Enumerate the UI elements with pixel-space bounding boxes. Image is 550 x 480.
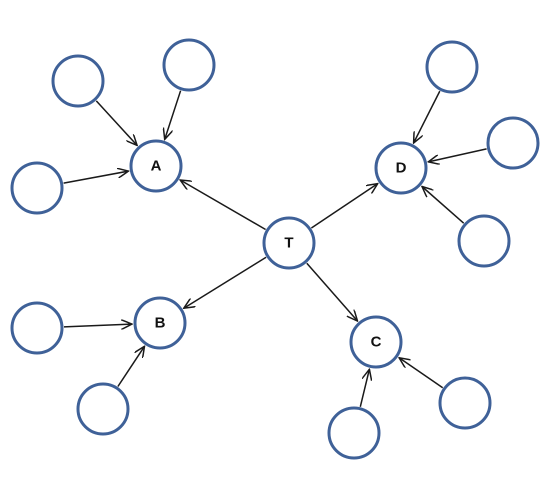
node-D: D xyxy=(374,141,428,195)
node-A: A xyxy=(129,139,183,193)
node-d2 xyxy=(486,116,540,170)
edge-d1-D xyxy=(414,90,441,143)
node-C-label: C xyxy=(371,334,382,351)
edge-c1-C xyxy=(359,369,369,407)
node-T-label: T xyxy=(284,235,293,252)
node-D-circle xyxy=(374,141,428,195)
node-B: B xyxy=(133,296,187,350)
node-a3-circle xyxy=(10,161,64,215)
edge-T-B xyxy=(184,256,267,308)
node-C: C xyxy=(349,315,403,369)
edge-T-A xyxy=(180,180,266,231)
node-c1 xyxy=(327,406,381,460)
node-b2 xyxy=(76,382,130,436)
edge-a3-A xyxy=(63,171,129,184)
node-a3 xyxy=(10,161,64,215)
node-d3-circle xyxy=(457,214,511,268)
edge-b2-B xyxy=(117,346,145,387)
node-d1 xyxy=(425,40,479,94)
edge-d2-D xyxy=(428,148,487,162)
node-T: T xyxy=(262,216,316,270)
node-A-label: A xyxy=(151,158,162,175)
node-c2 xyxy=(438,376,492,430)
node-a2-circle xyxy=(162,38,216,92)
node-d1-circle xyxy=(425,40,479,94)
edge-a2-A xyxy=(165,90,182,140)
node-b2-circle xyxy=(76,382,130,436)
node-a2 xyxy=(162,38,216,92)
edge-T-C xyxy=(306,262,358,321)
node-D-label: D xyxy=(396,160,407,177)
node-B-circle xyxy=(133,296,187,350)
node-group: T A B C D xyxy=(10,38,540,460)
node-b1-circle xyxy=(10,301,64,355)
node-d2-circle xyxy=(486,116,540,170)
node-C-circle xyxy=(349,315,403,369)
edge-group xyxy=(63,90,487,407)
node-c2-circle xyxy=(438,376,492,430)
edge-a1-A xyxy=(95,100,137,145)
edge-T-D xyxy=(310,184,377,229)
node-c1-circle xyxy=(327,406,381,460)
node-A-circle xyxy=(129,139,183,193)
node-a1-circle xyxy=(51,54,105,108)
edge-c2-C xyxy=(399,358,444,389)
edge-d3-D xyxy=(422,187,465,224)
node-d3 xyxy=(457,214,511,268)
edge-b1-B xyxy=(63,324,132,327)
node-B-label: B xyxy=(155,315,166,332)
node-T-circle xyxy=(262,216,316,270)
node-a1 xyxy=(51,54,105,108)
node-b1 xyxy=(10,301,64,355)
